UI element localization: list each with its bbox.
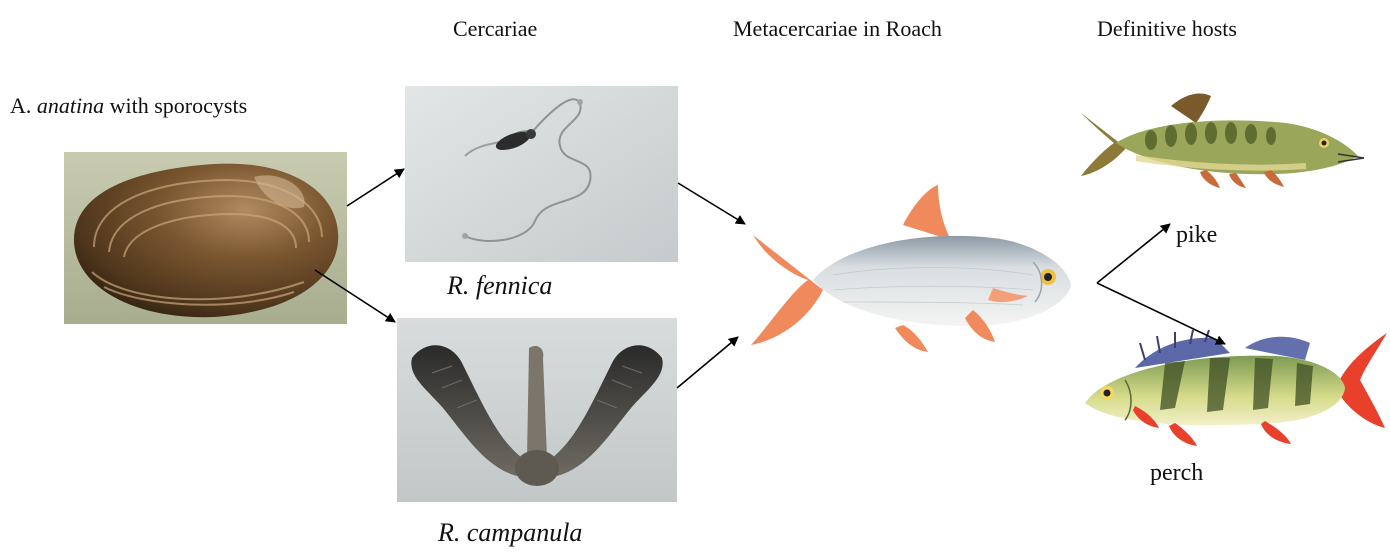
- mussel-image: [64, 152, 347, 324]
- perch-image: [1075, 328, 1390, 448]
- first-host-genus: A.: [10, 93, 31, 118]
- cercariae-header: Cercariae: [453, 18, 537, 40]
- r-campanula-image: [397, 318, 677, 502]
- metacercariae-header: Metacercariae in Roach: [733, 18, 942, 40]
- pike-image: [1076, 88, 1366, 188]
- perch-label: perch: [1150, 461, 1203, 485]
- definitive-hosts-header: Definitive hosts: [1097, 18, 1237, 40]
- pike-label: pike: [1176, 223, 1217, 247]
- first-host-label: A. anatina with sporocysts: [10, 95, 247, 117]
- first-host-species: anatina: [37, 93, 104, 118]
- arrow-campanula-to-roach: [677, 337, 738, 388]
- r-fennica-image: [405, 86, 678, 262]
- r-campanula-label: R. campanula: [438, 520, 582, 546]
- r-fennica-label: R. fennica: [447, 273, 552, 299]
- arrow-mussel-to-fennica: [347, 169, 404, 206]
- first-host-suffix: with sporocysts: [104, 93, 247, 118]
- arrow-roach-to-pike: [1097, 224, 1170, 283]
- roach-image: [733, 180, 1078, 360]
